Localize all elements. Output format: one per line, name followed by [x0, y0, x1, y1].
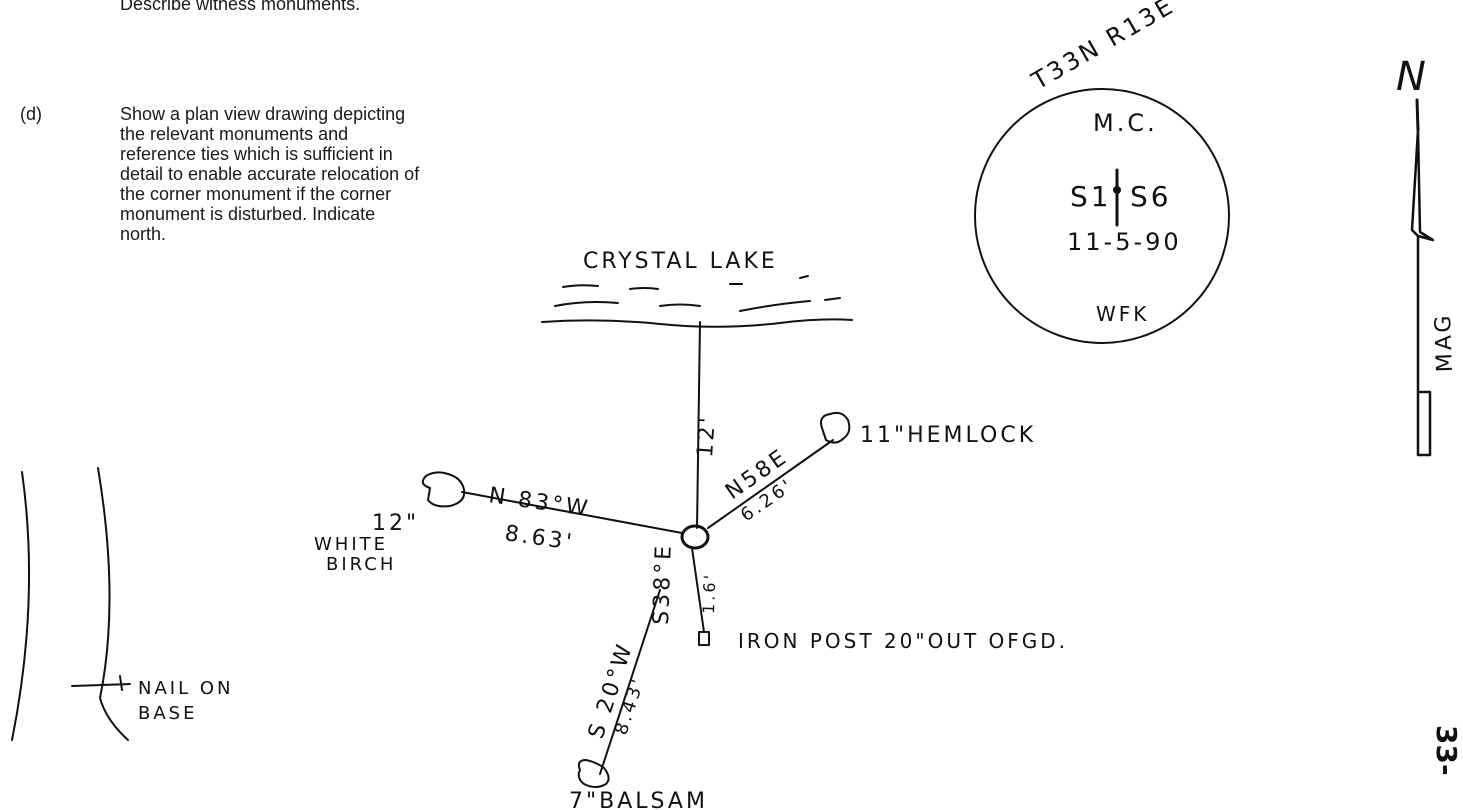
- tree-trunk-left-edge: [11, 471, 31, 741]
- north-arrow-head: [1410, 128, 1435, 242]
- instruction-line: monument is disturbed. Indicate: [120, 204, 376, 224]
- seal-circle: [974, 88, 1230, 344]
- tie-line-post: [691, 547, 705, 633]
- monument-cap-seal: T33N R13E M.C. S1 S6 11-5-90 WFK: [974, 0, 1230, 344]
- instruction-line: reference ties which is sufficient in: [120, 144, 393, 164]
- birch-distance: 8.63': [503, 521, 576, 556]
- post-distance: 1.6': [699, 572, 719, 614]
- corner-monument: [680, 524, 710, 550]
- lake-shore: [541, 318, 853, 328]
- iron-post-symbol: [698, 631, 710, 646]
- instruction-line: the relevant monuments and: [120, 124, 349, 144]
- instruction-heading: Describe witness monuments.: [120, 0, 361, 14]
- magnetic-label: MAG: [1431, 312, 1458, 373]
- north-label: N: [1396, 54, 1426, 100]
- lake-label: CRYSTAL LAKE: [583, 249, 778, 274]
- seal-initials: WFK: [1096, 302, 1149, 326]
- post-label: IRON POST 20"OUT OFGD.: [738, 629, 1068, 653]
- instruction-line: north.: [120, 224, 167, 244]
- item-label: (d): [20, 104, 42, 124]
- tie-line-balsam: [599, 589, 661, 775]
- lake-water-line: [659, 303, 701, 307]
- balsam-label: 7"BALSAM: [569, 789, 708, 810]
- nail-label-line2: BASE: [138, 703, 197, 724]
- lake-water-line: [824, 297, 841, 301]
- north-arrow: N MAG: [1396, 54, 1458, 457]
- north-arrow-tip: [1415, 98, 1420, 132]
- tie-line-hemlock: [707, 439, 834, 529]
- instruction-line: Show a plan view drawing depicting: [120, 104, 406, 124]
- balsam-tree-symbol: [577, 759, 610, 788]
- item-instructions: Show a plan view drawing depicting the r…: [120, 104, 420, 244]
- hemlock-tree-symbol: [820, 411, 851, 444]
- lake-water-line: [562, 284, 599, 288]
- lake-distance: 12': [693, 414, 721, 459]
- seal-date: 11-5-90: [1067, 228, 1182, 256]
- birch-label-line1: WHITE: [314, 534, 388, 555]
- lake: CRYSTAL LAKE: [541, 249, 853, 328]
- birch-label-line2: BIRCH: [326, 554, 396, 575]
- tree-trunk-right-edge: [97, 467, 129, 741]
- nail-mark: [119, 675, 123, 691]
- birch-bearing: N 83°W: [487, 483, 592, 522]
- instruction-line: detail to enable accurate relocation of: [120, 164, 420, 184]
- page-number: 33-: [1430, 725, 1463, 776]
- lake-water-line: [739, 300, 811, 312]
- instruction-line: the corner monument if the corner: [120, 184, 392, 204]
- north-arrow-shaft: [1416, 234, 1432, 457]
- hemlock-label: 11"HEMLOCK: [860, 423, 1036, 448]
- seal-section-left: S1: [1070, 180, 1112, 213]
- nail-label-line1: NAIL ON: [138, 678, 233, 699]
- seal-section-point: [1113, 186, 1121, 194]
- birch-tree-symbol: [421, 471, 466, 508]
- lake-water-line: [629, 287, 659, 290]
- seal-meridian: M.C.: [1093, 109, 1158, 137]
- seal-section-right: S6: [1130, 180, 1172, 213]
- lake-water-line: [554, 301, 619, 307]
- lake-water-line: [799, 275, 809, 279]
- seal-township: T33N R13E: [1026, 0, 1180, 96]
- birch-size: 12": [372, 511, 419, 536]
- tie-line-lake: [696, 321, 701, 529]
- tie-line-birch: [461, 491, 683, 534]
